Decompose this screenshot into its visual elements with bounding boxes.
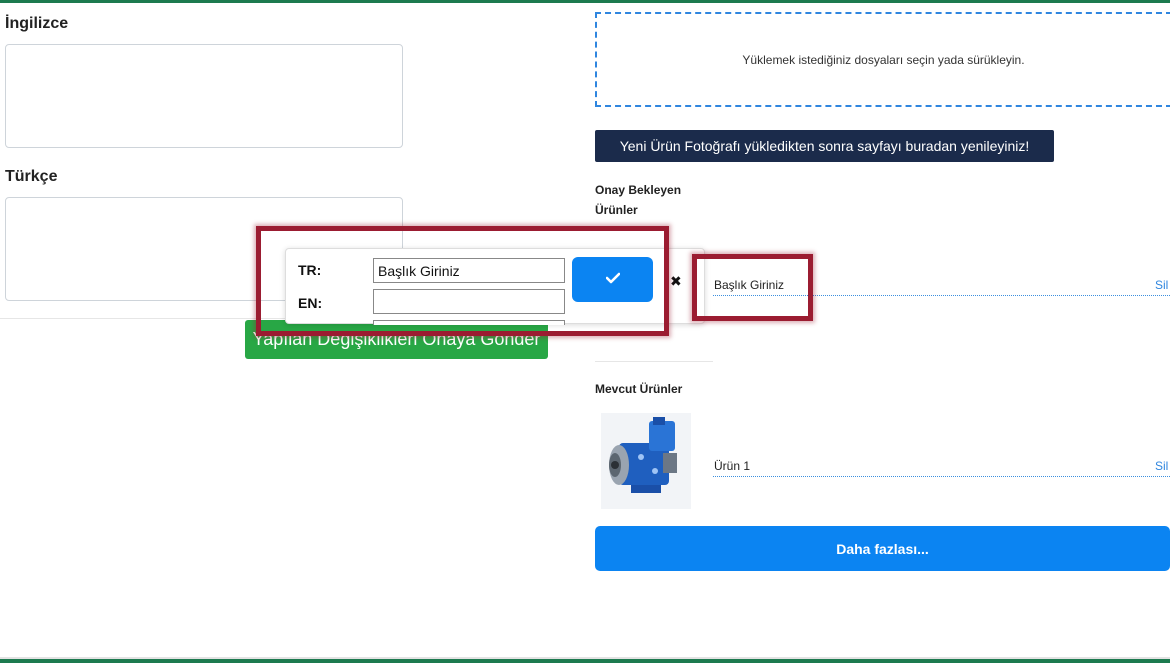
english-textarea[interactable] (5, 44, 403, 148)
section-separator (595, 361, 713, 362)
tr-title-input[interactable] (373, 258, 565, 283)
check-icon (605, 271, 620, 288)
pending-products-title: Onay Bekleyen Ürünler (595, 183, 682, 217)
tr-label: TR: (298, 262, 322, 278)
en-label: EN: (298, 295, 323, 311)
highlight-popup-region (256, 226, 669, 336)
refresh-page-button[interactable]: Yeni Ürün Fotoğrafı yükledikten sonra sa… (595, 130, 1054, 162)
divider (0, 318, 568, 319)
confirm-button[interactable] (572, 257, 653, 302)
current-products-title: Mevcut Ürünler (595, 382, 683, 396)
turkish-label: Türkçe (5, 168, 58, 185)
popup-extra-input-edge (373, 320, 565, 325)
pending-item-delete-link[interactable]: Sil (1155, 278, 1169, 292)
current-item-delete-link[interactable]: Sil (1155, 459, 1169, 473)
current-item-title[interactable]: Ürün 1 (714, 459, 751, 473)
pending-item-underline (713, 295, 1170, 296)
current-item-underline (713, 476, 1170, 477)
load-more-button[interactable]: Daha fazlası... (595, 526, 1170, 571)
bottom-accent-bar (0, 657, 1170, 663)
en-title-input[interactable] (373, 289, 565, 314)
file-dropzone[interactable]: Yüklemek istediğiniz dosyaları seçin yad… (595, 12, 1170, 107)
highlight-pending-item (692, 254, 813, 321)
english-label: İngilizce (5, 15, 69, 32)
product-image[interactable] (601, 413, 691, 509)
close-icon[interactable]: ✖ (670, 273, 682, 289)
top-accent-bar (0, 0, 1170, 3)
dropzone-text: Yüklemek istediğiniz dosyaları seçin yad… (742, 52, 1025, 67)
pending-item-title[interactable]: Başlık Giriniz (714, 278, 785, 292)
